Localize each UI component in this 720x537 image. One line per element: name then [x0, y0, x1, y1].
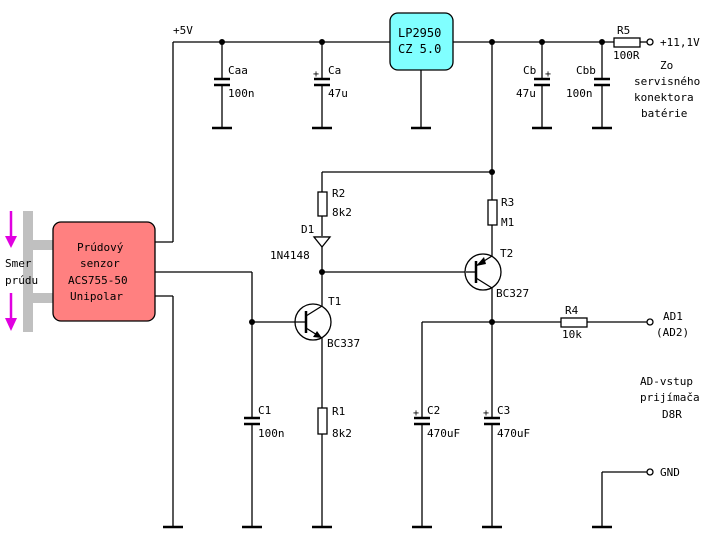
ad1-terminal [646, 318, 654, 326]
transistor-t1 [252, 303, 332, 408]
input-note-2: servisného [634, 75, 700, 88]
c2-name: C2 [427, 404, 440, 417]
r4-name: R4 [565, 304, 579, 317]
input-terminal [646, 38, 654, 46]
busbar [23, 211, 53, 332]
r2-value: 8k2 [332, 206, 352, 219]
r5-value: 100R [613, 49, 640, 62]
r2-name: R2 [332, 187, 345, 200]
sensor-line2: senzor [80, 257, 120, 270]
svg-text:+: + [413, 408, 419, 419]
receiver-note-2: prijímača [640, 391, 700, 404]
d1-value: 1N4148 [270, 249, 310, 262]
receiver-note-1: AD-vstup [640, 375, 693, 388]
current-sensor-chip [52, 221, 156, 322]
t2-value: BC327 [496, 287, 529, 300]
resistor-r2 [317, 191, 328, 217]
ad2-label: (AD2) [656, 326, 689, 339]
gnd-terminal-wire [592, 471, 647, 529]
current-arrow-top [5, 211, 17, 248]
resistor-r4 [560, 317, 588, 328]
svg-text:+: + [483, 408, 489, 419]
gnd-label: GND [660, 466, 680, 479]
sensor-line3: ACS755-50 [68, 274, 128, 287]
c3-value: 470uF [497, 427, 530, 440]
cbb-value: 100n [566, 87, 593, 100]
svg-text:+: + [545, 69, 551, 80]
capacitor-caa [212, 42, 232, 130]
direction-label-2: prúdu [5, 274, 38, 287]
rail-5v-label: +5V [173, 24, 193, 37]
sensor-line1: Prúdový [77, 241, 124, 254]
junction-dot [319, 269, 325, 275]
gnd-terminal [646, 468, 654, 476]
t1-value: BC337 [327, 337, 360, 350]
ad1-label: AD1 [663, 310, 683, 323]
t1-name: T1 [328, 295, 341, 308]
resistor-r3 [487, 199, 498, 226]
r4-value: 10k [562, 328, 582, 341]
direction-label-1: Smer [5, 257, 32, 270]
capacitor-ca: + [312, 42, 332, 130]
t2-name: T2 [500, 247, 513, 260]
input-voltage-label: +11,1V [660, 36, 700, 49]
capacitor-c2: + [412, 322, 432, 529]
r3-value: M1 [501, 216, 514, 229]
c3-name: C3 [497, 404, 510, 417]
resistor-r1 [317, 407, 328, 435]
cb-name: Cb [523, 64, 536, 77]
r1-name: R1 [332, 405, 345, 418]
sensor-line4: Unipolar [70, 290, 123, 303]
r3-name: R3 [501, 196, 514, 209]
c2-value: 470uF [427, 427, 460, 440]
c1-name: C1 [258, 404, 271, 417]
capacitor-cbb [592, 42, 612, 130]
regulator-line1: LP2950 [398, 26, 441, 40]
resistor-r5 [613, 37, 641, 48]
caa-name: Caa [228, 64, 248, 77]
regulator-line2: CZ 5.0 [398, 42, 441, 56]
ca-name: Ca [328, 64, 341, 77]
receiver-note-3: D8R [662, 408, 682, 421]
d1-name: D1 [301, 223, 314, 236]
cb-value: 47u [516, 87, 536, 100]
current-arrow-bottom [5, 293, 17, 331]
r1-value: 8k2 [332, 427, 352, 440]
transistor-t2 [464, 253, 502, 322]
diode-d1 [312, 236, 332, 308]
input-note-4: batérie [641, 107, 687, 120]
junction-dot [489, 169, 495, 175]
input-note-3: konektora [634, 91, 694, 104]
caa-value: 100n [228, 87, 255, 100]
capacitor-cb: + [532, 42, 552, 130]
c1-value: 100n [258, 427, 285, 440]
r5-name: R5 [617, 24, 630, 37]
capacitor-c3: + [482, 322, 502, 529]
capacitor-c1 [242, 416, 262, 529]
cbb-name: Cbb [576, 64, 596, 77]
input-note-1: Zo [660, 59, 673, 72]
top-rail [155, 41, 647, 243]
ca-value: 47u [328, 87, 348, 100]
svg-text:+: + [313, 69, 319, 80]
